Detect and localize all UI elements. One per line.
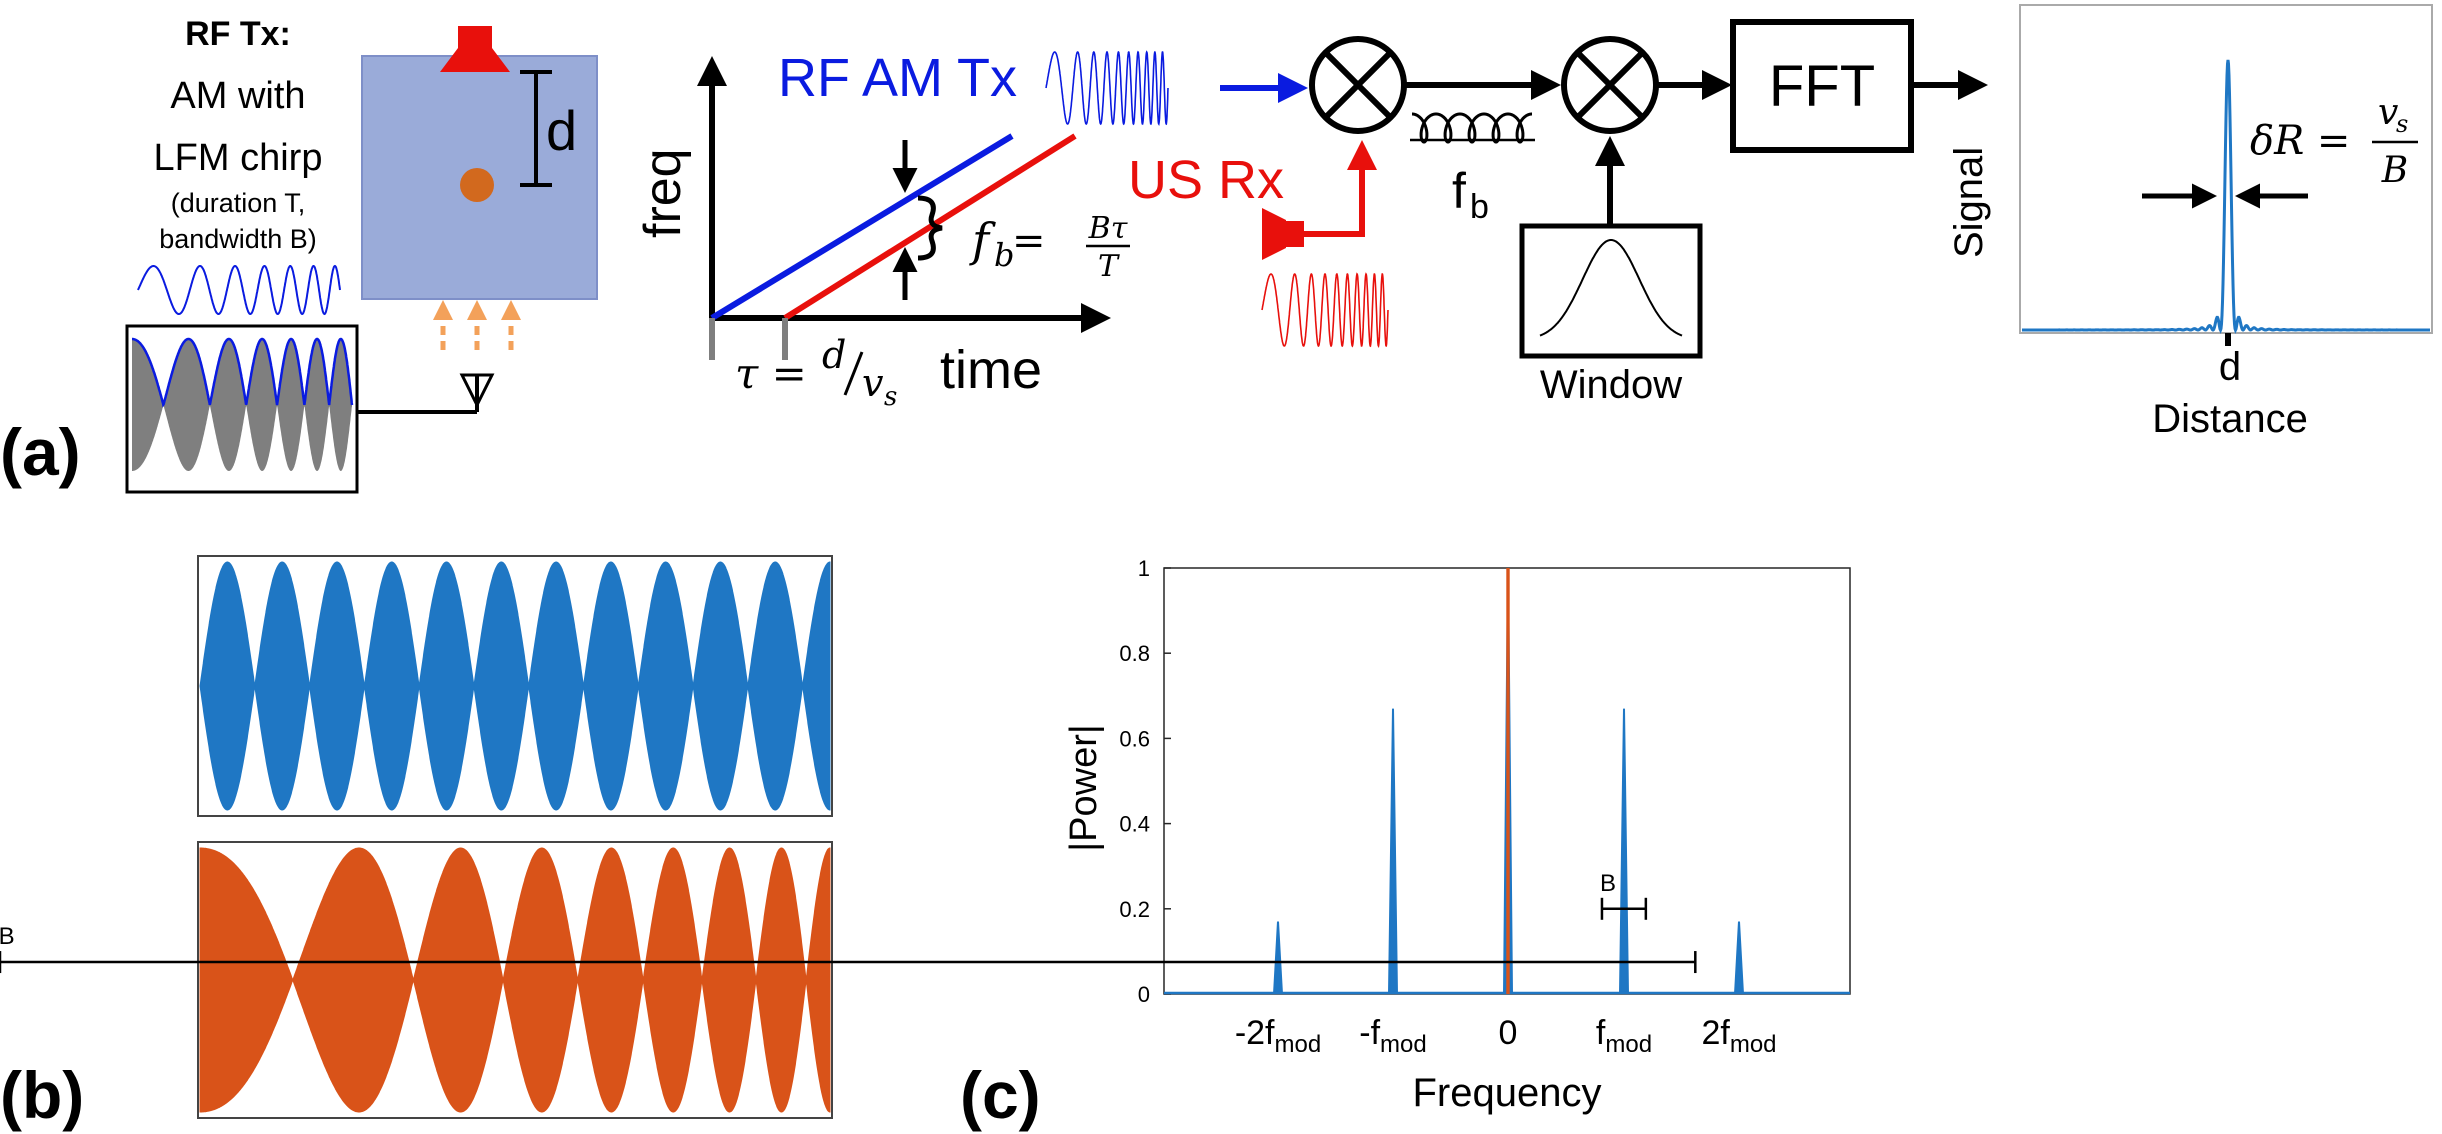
tx-line3: (duration T, — [171, 188, 306, 218]
spectrum-peak-blue — [1619, 708, 1629, 995]
bandwidth-marker-2b — [0, 951, 1697, 974]
fb-den: T — [1098, 249, 1120, 284]
y-tick-label: 0 — [1138, 982, 1150, 1007]
beat-signal-sub: b — [1470, 188, 1489, 226]
tx-am-envelope — [132, 337, 354, 408]
dr-lhs: δR = — [2250, 118, 2350, 164]
y-tick-label: 0.2 — [1119, 897, 1150, 922]
chirp-plot — [697, 56, 1111, 360]
bandwidth-marker-b — [1600, 897, 1648, 920]
distance-label-d: d — [546, 99, 577, 162]
tx-am-waveform — [132, 339, 352, 471]
tx-label: RF AM Tx — [778, 48, 1017, 108]
panel-label-c: (c) — [960, 1058, 1041, 1132]
spectrum-x-label: Frequency — [1413, 1071, 1602, 1115]
rx-badge-wave — [1261, 272, 1389, 349]
x-tick-label: fmod — [1596, 1014, 1652, 1058]
target-dot — [460, 168, 494, 202]
tx-chirp-line — [710, 133, 1014, 321]
fb-sub: b — [994, 236, 1014, 274]
fft-box — [1730, 19, 1914, 153]
window-label: Window — [1540, 363, 1682, 407]
spectrum-peak-blue — [1388, 708, 1398, 995]
y-tick-label: 0.8 — [1119, 641, 1150, 666]
tx-line4: bandwidth B) — [159, 224, 317, 254]
fb-lhs: f — [969, 213, 996, 267]
spectrum-y-label: |Power| — [1063, 724, 1105, 851]
spectrum-peak-blue — [1734, 921, 1744, 995]
tau-lhs: τ = — [735, 349, 807, 398]
x-tick-label: 2fmod — [1701, 1014, 1776, 1058]
chirp-y-label: freq — [634, 148, 692, 238]
rx-input-arrow — [1304, 140, 1377, 237]
window-curve — [1539, 239, 1683, 337]
distance-bracket — [520, 70, 552, 187]
mixer-1-icon — [1309, 36, 1407, 134]
panel-label-b: (b) — [0, 1058, 84, 1132]
resolution-equation: δR = v s B — [2250, 92, 2418, 191]
beat-signal-coil-icon — [1412, 112, 1532, 144]
tx-line1: AM with — [170, 75, 305, 117]
spectrum-peak-blue — [1273, 921, 1283, 995]
am-waveform-constant — [199, 561, 831, 811]
x-tick-label: -2fmod — [1235, 1014, 1321, 1058]
output-x-label: Distance — [2152, 397, 2308, 441]
chirp-x-label: time — [940, 340, 1042, 400]
spectrum-chart: 0 0.2 0.4 0.6 0.8 1 -2fmod -fmod 0 fmod 2fmod B 2… — [0, 556, 1851, 1115]
output-range-peak — [2022, 59, 2430, 334]
spectrum-y-ticks: 0 0.2 0.4 0.6 0.8 1 — [1119, 556, 1171, 1007]
x-tick-label: -fmod — [1359, 1014, 1426, 1058]
annotation-2b: 2B — [0, 923, 15, 950]
dr-num-s: s — [2396, 110, 2408, 138]
panel-label-a: (a) — [0, 415, 81, 489]
x-tick-label: 0 — [1499, 1014, 1518, 1052]
tx-chirp-wave — [137, 264, 341, 316]
output-tick-d: d — [2219, 345, 2241, 389]
rf-tx-description: RF Tx: AM with LFM chirp (duration T, ba… — [154, 15, 323, 254]
tau-num: d — [822, 333, 846, 377]
fb-eq: = — [1012, 218, 1046, 264]
mixer-2-icon — [1561, 36, 1659, 134]
receiver-speaker-icon — [1262, 208, 1304, 260]
rf-emission-arrows — [433, 300, 521, 350]
tx-title: RF Tx: — [185, 15, 291, 53]
rx-chirp-line — [783, 133, 1077, 321]
window-box — [1519, 223, 1703, 359]
antenna-icon — [357, 373, 495, 414]
tx-badge-wave — [1045, 50, 1169, 127]
tau-den-v: v — [862, 361, 884, 405]
fft-label: FFT — [1769, 54, 1875, 119]
beat-frequency-equation: f b = Bτ T — [969, 211, 1130, 284]
spectrum-x-ticks: -2fmod -fmod 0 fmod 2fmod — [1235, 987, 1777, 1058]
tau-den-s: s — [884, 382, 897, 412]
annotation-b: B — [1600, 870, 1616, 897]
delay-equation: τ = d v s — [735, 333, 897, 412]
y-tick-label: 1 — [1138, 556, 1150, 581]
dr-num-v: v — [2378, 92, 2398, 133]
fb-num: Bτ — [1088, 211, 1128, 246]
y-tick-label: 0.4 — [1119, 812, 1150, 837]
am-waveform-chirp — [199, 847, 831, 1113]
dr-den: B — [2381, 150, 2408, 191]
tx-line2: LFM chirp — [154, 137, 323, 179]
rx-label: US Rx — [1128, 150, 1284, 210]
output-y-label: Signal — [1947, 147, 1991, 258]
beat-signal-label: f — [1452, 163, 1466, 219]
ultrasound-speaker-icon — [440, 26, 510, 72]
y-tick-label: 0.6 — [1119, 726, 1150, 751]
